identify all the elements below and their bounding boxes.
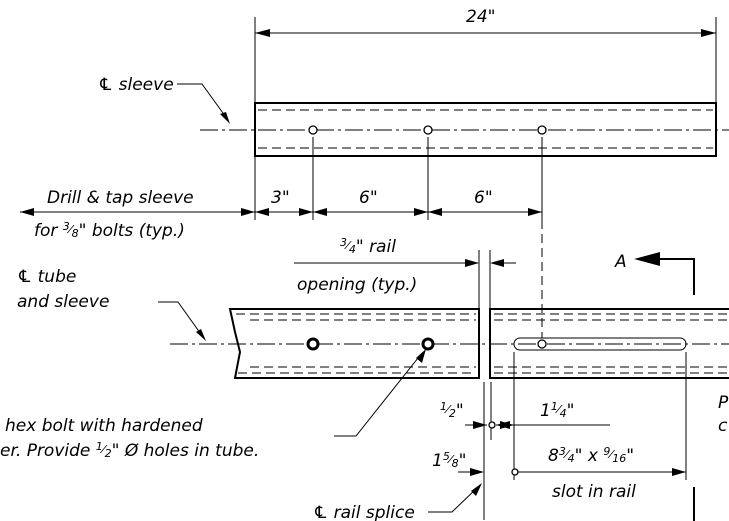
drill-frac-den: 8 xyxy=(72,227,79,240)
drill-note-suffix: " bolts (typ.) xyxy=(79,221,185,241)
cl-sleeve-label: ℄ sleeve xyxy=(98,75,174,95)
svg-text:15⁄8": 15⁄8" xyxy=(432,450,467,471)
quarter-whole: 1 xyxy=(540,401,551,421)
cl-rail-splice-label: ℄ rail splice xyxy=(313,503,415,521)
slot-suffix: " xyxy=(626,446,634,466)
dim-6b-label: 6" xyxy=(474,188,493,208)
slot-dimension: 83⁄4" x 9⁄16" slot in rail xyxy=(511,352,687,502)
splice-point-marker xyxy=(488,421,496,429)
half-suffix: " xyxy=(456,401,464,421)
slot-num1: 3 xyxy=(559,445,566,458)
slot-mid: " x xyxy=(575,446,604,466)
slot-num2: 9 xyxy=(603,445,610,458)
half-num: 1 xyxy=(440,400,447,413)
section-mark-label: A xyxy=(614,252,627,272)
rail-note-line2: opening (typ.) xyxy=(297,275,417,295)
right-cut-text-1: P xyxy=(718,393,729,413)
quarter-suffix: " xyxy=(567,401,575,421)
fe-num: 5 xyxy=(443,450,450,463)
bolt-note-line1: hex bolt with hardened xyxy=(5,416,203,436)
svg-text:3⁄4" rail: 3⁄4" rail xyxy=(340,236,396,257)
hole-spacing-dimensions: 3" 6" 6" xyxy=(20,137,543,220)
overall-length-label: 24" xyxy=(466,7,495,27)
cl-tube-line2: and sleeve xyxy=(17,292,109,312)
svg-text:1⁄2": 1⁄2" xyxy=(440,400,464,421)
drill-note-prefix: for xyxy=(34,221,63,241)
slot-den2: 16 xyxy=(612,452,626,465)
cl-tube-callout: ℄ tube and sleeve xyxy=(17,267,206,341)
svg-text:83⁄4" x 9⁄16": 83⁄4" x 9⁄16" xyxy=(548,445,634,466)
splice-offset-dimensions: 1⁄2" 11⁄4" xyxy=(440,352,610,480)
sleeve-hole-3 xyxy=(537,125,547,135)
cl-tube-line1: ℄ tube xyxy=(17,267,76,287)
drill-frac-num: 3 xyxy=(63,220,70,233)
svg-text:for 3⁄8" bolts (typ.): for 3⁄8" bolts (typ.) xyxy=(34,220,185,241)
half-den: 2 xyxy=(449,407,456,420)
fe-whole: 1 xyxy=(432,451,443,471)
rail-opening-note: 3⁄4" rail opening (typ.) xyxy=(294,236,516,375)
overall-length-dimension: 24" xyxy=(254,7,717,103)
bolt-note: hex bolt with hardened er. Provide 1⁄2" … xyxy=(0,349,426,461)
right-cut-text-2: c xyxy=(718,416,728,436)
fe-suffix: " xyxy=(459,451,467,471)
dim-6a-label: 6" xyxy=(359,188,378,208)
sleeve-hole-1 xyxy=(308,125,318,135)
slot-whole: 8 xyxy=(548,446,559,466)
slot-hole xyxy=(537,339,547,349)
rail-frac-num: 3 xyxy=(340,236,347,249)
rail-frac-den: 4 xyxy=(349,243,356,256)
dim-3-label: 3" xyxy=(271,188,290,208)
slot-line2: slot in rail xyxy=(552,482,636,502)
rail-note-line1: " rail xyxy=(356,237,396,257)
slot-dim-start-marker xyxy=(511,468,519,476)
quarter-den: 4 xyxy=(560,407,567,420)
bolt-frac-num: 1 xyxy=(96,440,103,453)
quarter-num: 1 xyxy=(551,400,558,413)
fe-den: 8 xyxy=(452,457,459,470)
drill-tap-note: Drill & tap sleeve for 3⁄8" bolts (typ.) xyxy=(34,188,194,241)
section-mark-a: A xyxy=(614,252,695,521)
slot-den1: 4 xyxy=(568,452,575,465)
drill-note-line1: Drill & tap sleeve xyxy=(47,188,194,208)
bolt-frac-den: 2 xyxy=(105,447,112,460)
five-eighths-dimension: 15⁄8" xyxy=(432,382,485,520)
tube-bolt-1 xyxy=(306,337,320,351)
sleeve-hole-2 xyxy=(423,125,433,135)
tube-assembly xyxy=(170,220,729,379)
cl-sleeve-callout: ℄ sleeve xyxy=(98,75,230,124)
bolt-note-suffix: " Ø holes in tube. xyxy=(112,441,260,461)
svg-text:11⁄4": 11⁄4" xyxy=(540,400,575,421)
rail-slot xyxy=(513,337,687,351)
sleeve xyxy=(200,102,729,157)
cl-rail-splice-callout: ℄ rail splice xyxy=(313,483,482,521)
svg-text:er. Provide 1⁄2" Ø holes in t: er. Provide 1⁄2" Ø holes in tube. xyxy=(0,440,259,461)
bolt-note-prefix: er. Provide xyxy=(0,441,96,461)
tube-bolt-2 xyxy=(421,337,435,351)
